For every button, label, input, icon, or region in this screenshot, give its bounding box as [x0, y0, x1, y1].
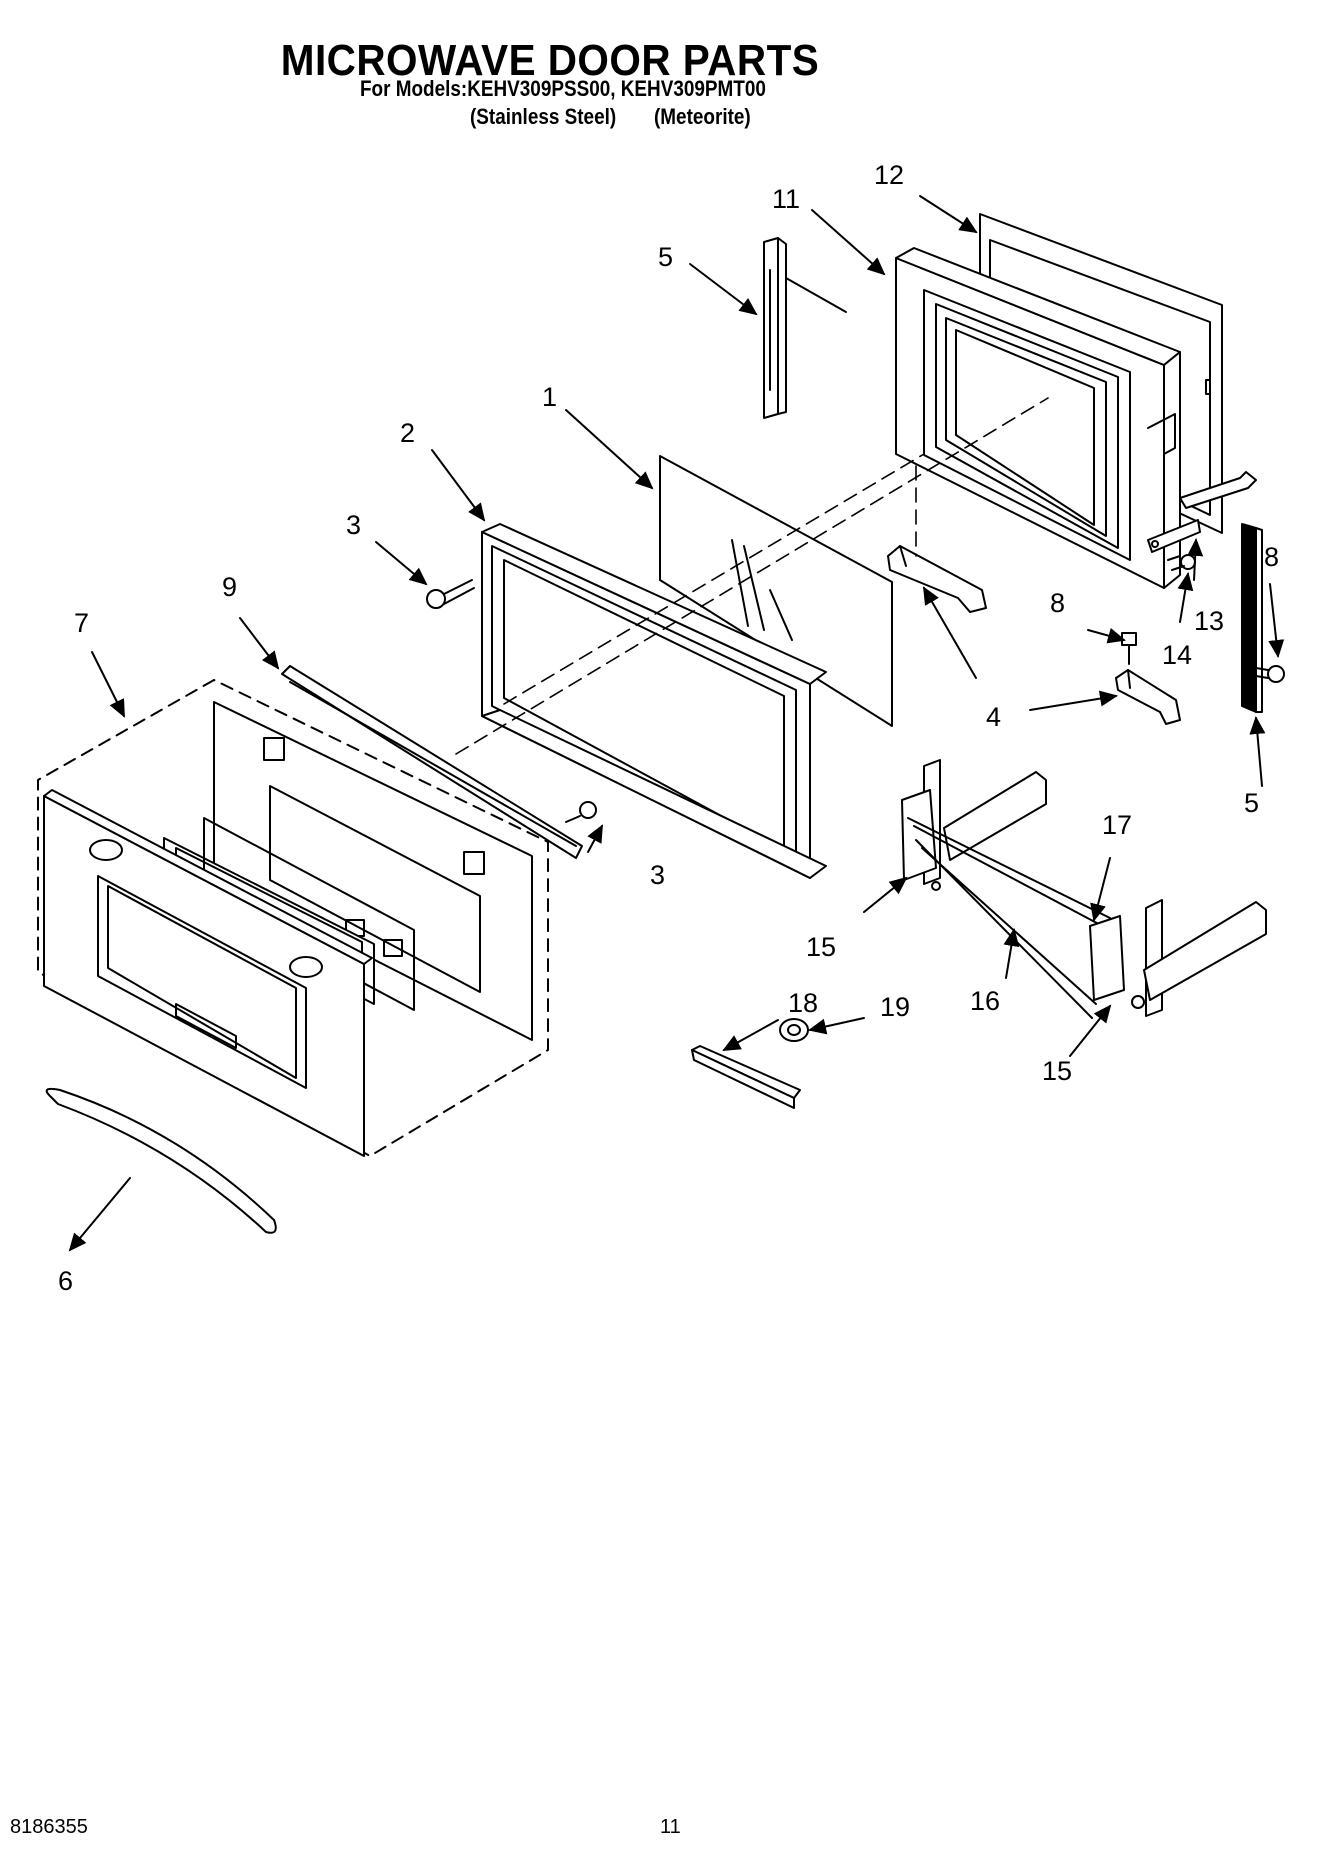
- callout-17: 17: [1102, 810, 1132, 840]
- part-19-bushing: [779, 1018, 809, 1042]
- control-panel-plate: [213, 701, 533, 1041]
- part-3-screw-upper: [426, 579, 475, 609]
- document-number: 8186355: [10, 1816, 88, 1838]
- part-4-hinge-bracket-upper: [887, 545, 987, 613]
- callout-15-left: 15: [806, 932, 836, 962]
- callout-5-top: 5: [658, 242, 673, 272]
- page-title: MICROWAVE DOOR PARTS: [280, 36, 820, 85]
- page-number: 11: [660, 1816, 681, 1838]
- callout-11: 11: [772, 184, 800, 214]
- part-18-pad: [691, 1045, 801, 1109]
- callout-19: 19: [880, 992, 910, 1022]
- part-6-handle: [45, 1087, 277, 1234]
- callout-8-right: 8: [1264, 542, 1279, 572]
- models-line: For Models:KEHV309PSS00, KEHV309PMT00: [360, 76, 766, 101]
- part-13-hinge-arm: [1179, 471, 1257, 509]
- callout-5-right: 5: [1244, 788, 1259, 818]
- part-8-screw-center: [1121, 632, 1137, 665]
- callout-labels: 1 2 3 3 4 4 5 5 6 7 8 8 9 11 12 13 14 15…: [58, 160, 1279, 1296]
- callout-3-upper: 3: [346, 510, 361, 540]
- part-8-screw-right: [1255, 665, 1285, 683]
- variant-meteorite: (Meteorite): [654, 104, 751, 129]
- callout-1: 1: [542, 382, 557, 412]
- callout-14: 14: [1162, 640, 1192, 670]
- callout-6: 6: [58, 1266, 73, 1296]
- callout-12: 12: [874, 160, 904, 190]
- callout-2: 2: [400, 418, 415, 448]
- part-9-trim-strip: [281, 665, 583, 859]
- part-2-door-frame: [481, 523, 827, 879]
- alignment-lines: [455, 397, 1049, 755]
- hinge-assembly-right: [1089, 899, 1267, 1017]
- part-7-assembly-outline: [37, 679, 549, 1157]
- part-11-inner-door: [895, 247, 1201, 589]
- variant-stainless: (Stainless Steel): [470, 104, 617, 129]
- callout-7: 7: [74, 608, 89, 638]
- callout-18: 18: [788, 988, 818, 1018]
- callout-8-center: 8: [1050, 588, 1065, 618]
- part-3-screw-lower: [565, 801, 597, 823]
- callout-3-lower: 3: [650, 860, 665, 890]
- callout-13: 13: [1194, 606, 1224, 636]
- part-5-strip-top: [763, 237, 847, 419]
- leader-lines: [68, 195, 1285, 1252]
- callout-9: 9: [222, 572, 237, 602]
- callout-16: 16: [970, 986, 1000, 1016]
- part-4-hinge-bracket-lower: [1115, 669, 1181, 725]
- part-5-strip-right: [1241, 523, 1263, 713]
- callout-15-right: 15: [1042, 1056, 1072, 1086]
- hinge-assembly-left: [901, 759, 1111, 1019]
- callout-4-upper: 4: [986, 702, 1001, 732]
- outer-door-panel: [43, 789, 373, 1157]
